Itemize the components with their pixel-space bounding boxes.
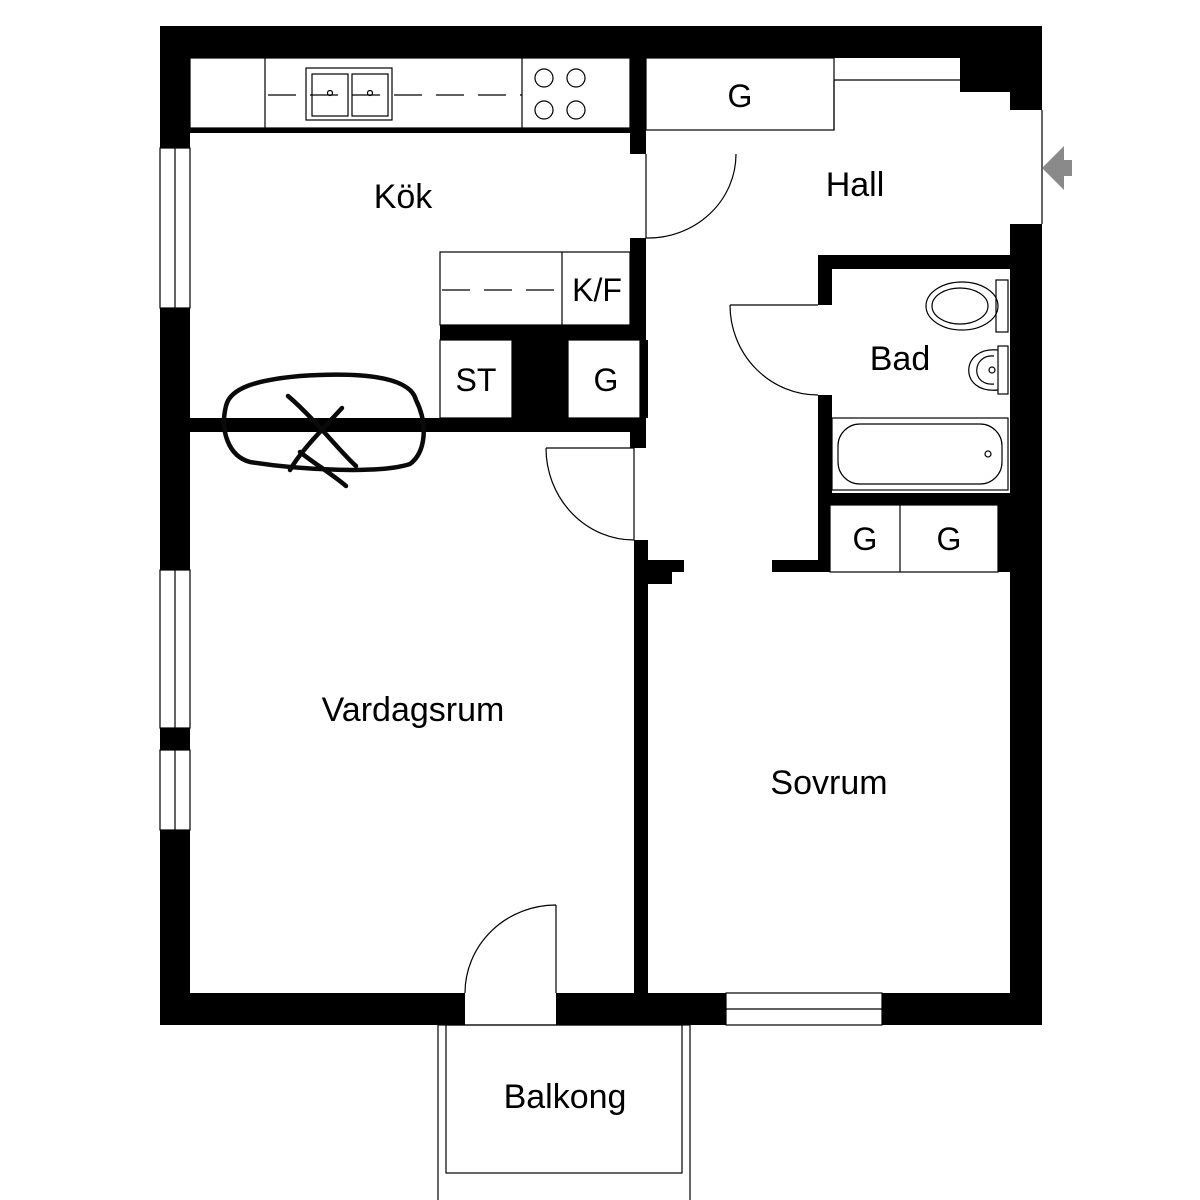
label-sovrum: Sovrum [770, 764, 887, 802]
wall-door-stub-1 [634, 560, 684, 572]
label-kok: Kök [374, 178, 434, 216]
wall-kitchen-hall-top [630, 58, 646, 154]
wall-right-lower [1010, 224, 1042, 1025]
fixture-labels: G K/F ST G G G [456, 78, 962, 557]
label-storage-g: G [594, 362, 619, 398]
outer-walls [160, 26, 1042, 1025]
label-st: ST [456, 362, 497, 398]
wall-closet-right [998, 505, 1012, 572]
bathtub-icon [831, 417, 1009, 491]
window-living-left-1 [159, 569, 191, 729]
hall-wardrobe [645, 57, 960, 131]
door-kitchen-hall [645, 153, 737, 239]
wall-left-pier [160, 728, 190, 750]
bathroom-fixtures [831, 279, 1009, 491]
wall-storage-mid [512, 340, 568, 418]
wall-closet-left [818, 505, 830, 572]
wall-door-stub-2 [648, 572, 672, 584]
label-bad: Bad [870, 340, 931, 378]
wall-kitchen-hall-lower [630, 238, 646, 330]
wall-storage-right [640, 340, 648, 418]
storage-block [439, 339, 641, 419]
fridge-freezer-unit [439, 251, 631, 326]
washbasin-icon [968, 345, 1009, 395]
label-balkong: Balkong [504, 1078, 627, 1116]
wall-bath-left-lower [818, 395, 832, 505]
door-bathroom [729, 304, 819, 396]
entrance [1041, 110, 1072, 224]
label-closet-g1: G [853, 521, 878, 557]
wall-bath-left-upper [818, 255, 832, 305]
wall-left-mid [160, 308, 190, 570]
door-swings [464, 153, 819, 994]
sink-icon [305, 67, 393, 121]
label-kf: K/F [572, 272, 622, 308]
window-kitchen-left [159, 147, 191, 309]
window-living-left-2 [159, 749, 191, 831]
room-labels: Kök Hall Bad Vardagsrum Sovrum Balkong [322, 166, 931, 1116]
stove-icon [534, 68, 586, 120]
bedroom-closets [829, 504, 999, 573]
windows [159, 147, 883, 1026]
balcony [437, 1024, 691, 1200]
wall-corner-block [960, 40, 1020, 92]
wall-counter-base [190, 128, 630, 133]
label-closet-g2: G [937, 521, 962, 557]
wall-bottom-left [160, 993, 465, 1025]
wall-living-bedroom [634, 540, 648, 993]
wall-top [160, 26, 1042, 58]
door-living [545, 447, 635, 541]
wall-left-upper [160, 26, 190, 148]
entrance-arrow-icon [1042, 146, 1072, 190]
wall-kitchen-living-stub [630, 418, 646, 448]
window-bedroom-bottom [725, 992, 883, 1026]
door-balcony [464, 904, 557, 994]
label-hall-wardrobe: G [728, 78, 753, 114]
wall-bath-top [818, 255, 1012, 269]
wall-kitchen-living [190, 418, 640, 432]
toilet-icon [925, 279, 1009, 333]
label-vardagsrum: Vardagsrum [322, 691, 505, 729]
wall-bedroom-top [772, 560, 830, 572]
wall-storage-top [440, 325, 646, 340]
wall-left-lower [160, 830, 190, 1025]
wall-bottom-mid [556, 993, 726, 1025]
label-hall: Hall [826, 166, 885, 204]
scribble-cross-mark [221, 372, 426, 489]
wall-bath-bottom [818, 493, 1012, 505]
kitchen-counter [189, 57, 631, 129]
interior-walls [190, 58, 1012, 993]
